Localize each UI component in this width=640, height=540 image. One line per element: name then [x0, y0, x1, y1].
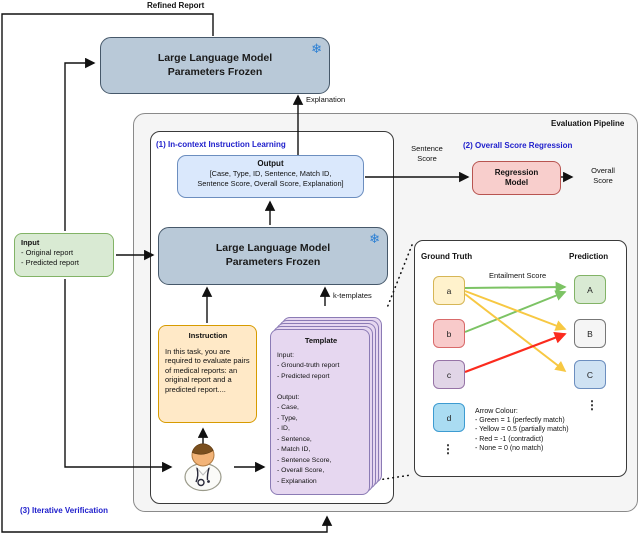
refined-report-label: Refined Report: [147, 1, 205, 10]
doctor-verifier-icon: [184, 443, 222, 492]
output-line2: Sentence Score, Overall Score, Explanati…: [197, 179, 344, 189]
explanation-label: Explanation: [306, 95, 346, 104]
prediction-title: Prediction: [569, 252, 609, 261]
text-line: Output:: [277, 393, 300, 401]
ground-truth-title: Ground Truth: [421, 252, 473, 261]
template-box: Template Input: - Ground-truth report - Pr…: [270, 329, 370, 495]
prediction-item-A: A: [574, 275, 606, 304]
text-line: - Red = -1 (contradict): [475, 435, 544, 443]
text-line: - Predicted report: [277, 372, 330, 380]
input-box: Input - Original report - Predicted repo…: [14, 233, 114, 277]
regression-model-box: Regression Model: [472, 161, 561, 195]
llm-mid-text: Large Language Model Parameters Frozen: [215, 242, 331, 268]
instruction-box: Instruction In this task, you are requir…: [158, 325, 257, 423]
section2-label: (2) Overall Score Regression: [463, 141, 573, 150]
llm-top-text: Large Language Model Parameters Frozen: [157, 51, 273, 78]
ground-truth-item-c: c: [433, 360, 465, 389]
text-line: - ID,: [277, 425, 290, 433]
instruction-body: In this task, you are required to evalua…: [165, 346, 250, 394]
regression-model-text: Regression Model: [494, 168, 539, 187]
text-line: - None = 0 (no match): [475, 444, 544, 452]
text-line: Input:: [277, 351, 295, 359]
prediction-item-C: C: [574, 360, 606, 389]
output-title: Output: [257, 159, 284, 168]
template-title: Template: [304, 336, 338, 345]
input-title: Input: [21, 238, 40, 247]
arrow-colour-legend: Arrow Colour: - Green = 1 (perfectly mat…: [475, 407, 625, 453]
text-line: - Match ID,: [277, 446, 311, 454]
ellipsis-prediction: ⋮: [586, 398, 598, 412]
snowflake-icon: ❄: [369, 231, 380, 246]
input-to-top-llm-arrow: [64, 57, 96, 231]
text-line: - Sentence,: [277, 435, 312, 443]
input-item-predicted: - Predicted report: [21, 257, 79, 267]
output-box: Output [Case, Type, ID, Sentence, Match …: [177, 155, 364, 198]
output-line1: [Case, Type, ID, Sentence, Match ID,: [209, 169, 332, 179]
input-item-original: - Original report: [21, 247, 74, 257]
prediction-item-B: B: [574, 319, 606, 348]
text-line: - Green = 1 (perfectly match): [475, 417, 565, 425]
ellipsis-ground-truth: ⋮: [442, 442, 454, 456]
text-line: - Overall Score,: [277, 467, 325, 475]
entailment-score-label: Entailment Score: [489, 271, 547, 280]
k-templates-label: k-templates: [333, 291, 372, 300]
section1-label: (1) In-context Instruction Learning: [156, 140, 286, 149]
llm-top-box: Large Language Model Parameters Frozen ❄: [100, 37, 330, 94]
llm-mid-box: Large Language Model Parameters Frozen ❄: [158, 227, 388, 285]
instruction-title: Instruction: [188, 331, 228, 340]
sentence-score-label: Sentence Score: [411, 144, 443, 163]
evaluation-pipeline-label: Evaluation Pipeline: [551, 119, 625, 128]
text-line: - Yellow = 0.5 (partially match): [475, 426, 569, 434]
section3-label: (3) Iterative Verification: [20, 506, 109, 515]
ground-truth-item-a: a: [433, 276, 465, 305]
text-line: - Ground-truth report: [277, 362, 340, 370]
text-line: - Sentence Score,: [277, 456, 332, 464]
ground-truth-item-d: d: [433, 403, 465, 432]
legend-title: Arrow Colour:: [475, 408, 518, 415]
overall-score-label: Overall Score: [591, 166, 615, 185]
template-lines: Input: - Ground-truth report - Predicted r…: [277, 351, 365, 488]
ground-truth-item-b: b: [433, 319, 465, 348]
text-line: [277, 382, 365, 393]
text-line: - Type,: [277, 414, 298, 422]
text-line: - Explanation: [277, 478, 317, 485]
legend-lines: - Green = 1 (perfectly match)- Yellow = …: [475, 416, 625, 453]
text-line: - Case,: [277, 404, 299, 412]
snowflake-icon: ❄: [311, 41, 322, 56]
